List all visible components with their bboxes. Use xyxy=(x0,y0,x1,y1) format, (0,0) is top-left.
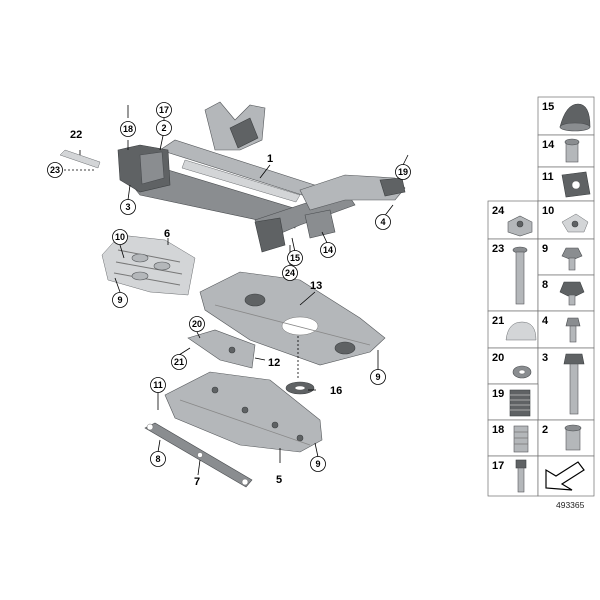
svg-text:18: 18 xyxy=(492,424,504,436)
callout-20: 20 xyxy=(189,316,205,332)
grid-cell-4: 4 xyxy=(537,310,595,349)
callout-16: 16 xyxy=(330,385,342,397)
grid-cell-17: 17 xyxy=(487,455,539,497)
callout-19: 19 xyxy=(395,164,411,180)
svg-text:2: 2 xyxy=(542,424,548,436)
grid-cell-2: 2 xyxy=(537,419,595,457)
callout-18: 18 xyxy=(120,121,136,137)
grid-cell-3: 3 xyxy=(537,347,595,421)
heat-shield xyxy=(101,234,196,296)
callout-12: 12 xyxy=(268,357,280,369)
svg-text:14: 14 xyxy=(323,245,333,255)
front-axle-subframe xyxy=(117,101,406,253)
grid-cell-20: 20 xyxy=(487,347,539,385)
svg-text:20: 20 xyxy=(192,319,202,329)
svg-text:21: 21 xyxy=(492,315,504,327)
grid-cell-23: 23 xyxy=(487,238,539,312)
grid-cell-18: 18 xyxy=(487,419,539,457)
callout-21: 21 xyxy=(171,354,187,370)
svg-text:3: 3 xyxy=(125,202,130,212)
callout-9-panel13: 9 xyxy=(370,369,386,385)
grid-cell-11: 11 xyxy=(537,166,595,202)
callout-10: 10 xyxy=(112,229,128,245)
callout-24: 24 xyxy=(282,265,298,281)
grid-cell-8: 8 xyxy=(537,274,595,312)
callout-4: 4 xyxy=(375,214,391,230)
callout-9-panel5: 9 xyxy=(310,456,326,472)
circled-callouts: 17 2 18 23 3 19 4 14 15 24 10 9 20 21 9 … xyxy=(47,102,411,472)
grid-cell-19: 19 xyxy=(487,383,539,421)
orientation-arrow-icon xyxy=(545,461,585,491)
callout-22: 22 xyxy=(70,129,82,141)
svg-text:10: 10 xyxy=(542,205,554,217)
svg-text:23: 23 xyxy=(492,243,504,255)
svg-text:4: 4 xyxy=(380,217,385,227)
svg-text:4: 4 xyxy=(542,315,549,327)
callout-14: 14 xyxy=(320,242,336,258)
svg-text:21: 21 xyxy=(174,357,184,367)
svg-text:10: 10 xyxy=(115,232,125,242)
svg-text:15: 15 xyxy=(290,253,300,263)
svg-text:9: 9 xyxy=(542,243,548,255)
svg-text:11: 11 xyxy=(153,380,163,390)
svg-text:9: 9 xyxy=(375,372,380,382)
svg-text:24: 24 xyxy=(492,205,505,217)
callout-23: 23 xyxy=(47,162,63,178)
callout-6: 6 xyxy=(164,228,170,240)
bracket-part-12 xyxy=(187,329,256,369)
strut-part-7 xyxy=(144,422,253,488)
figure-number: 493365 xyxy=(556,500,585,510)
callout-labels: 1 6 7 5 12 13 16 22 xyxy=(70,129,342,488)
grid-cell-21: 21 xyxy=(487,310,539,349)
svg-text:14: 14 xyxy=(542,139,555,151)
svg-text:8: 8 xyxy=(542,279,548,291)
grid-cell-arrow xyxy=(537,455,595,497)
callout-8: 8 xyxy=(150,451,166,467)
svg-text:19: 19 xyxy=(398,167,408,177)
grid-cell-24: 24 xyxy=(487,200,539,240)
svg-text:19: 19 xyxy=(492,388,504,400)
svg-text:17: 17 xyxy=(159,105,169,115)
svg-text:8: 8 xyxy=(155,454,160,464)
grid-cell-15: 15 xyxy=(537,96,595,136)
strut-part-22 xyxy=(59,149,101,169)
grid-cell-14: 14 xyxy=(537,134,595,168)
svg-text:23: 23 xyxy=(50,165,60,175)
callout-3: 3 xyxy=(120,199,136,215)
callout-13: 13 xyxy=(310,280,322,292)
svg-text:24: 24 xyxy=(285,268,295,278)
parts-grid: 15 14 11 24 10 xyxy=(487,96,595,497)
callout-2: 2 xyxy=(156,120,172,136)
callout-1: 1 xyxy=(267,153,273,165)
svg-text:3: 3 xyxy=(542,352,548,364)
callout-15: 15 xyxy=(287,250,303,266)
callout-9-heatshield: 9 xyxy=(112,292,128,308)
callout-17: 17 xyxy=(156,102,172,118)
callout-5: 5 xyxy=(276,474,282,486)
svg-text:2: 2 xyxy=(161,123,166,133)
svg-text:17: 17 xyxy=(492,460,504,472)
callout-7: 7 xyxy=(194,476,200,488)
grid-cell-10: 10 xyxy=(537,200,595,240)
svg-text:11: 11 xyxy=(542,171,554,183)
svg-text:20: 20 xyxy=(492,352,504,364)
svg-text:9: 9 xyxy=(117,295,122,305)
callout-11: 11 xyxy=(150,377,166,393)
grid-cell-9: 9 xyxy=(537,238,595,276)
plate-part-16 xyxy=(285,381,315,395)
svg-text:9: 9 xyxy=(315,459,320,469)
svg-text:18: 18 xyxy=(123,124,133,134)
svg-text:15: 15 xyxy=(542,101,554,113)
underbody-panel-rear xyxy=(164,371,323,453)
underbody-panel-front xyxy=(199,271,386,366)
